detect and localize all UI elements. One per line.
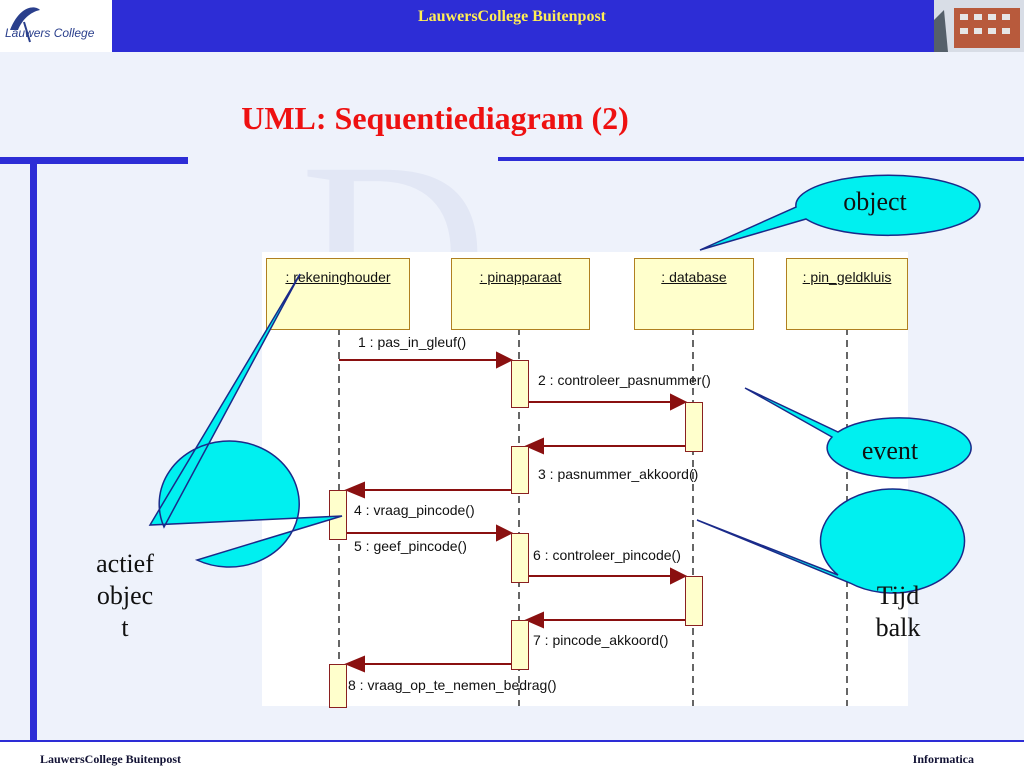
- activation-bar: [685, 402, 703, 452]
- callout-tijdbalk-line: Tijd: [876, 581, 920, 610]
- callout-event: [744, 387, 972, 479]
- message-label: 6 : controleer_pincode(): [533, 547, 681, 563]
- callout-actief-line: objec: [96, 581, 154, 610]
- message-label: 4 : vraag_pincode(): [354, 502, 475, 518]
- activation-bar: [329, 664, 347, 708]
- object-label: : database: [661, 269, 727, 285]
- object-pinapparaat: : pinapparaat: [451, 258, 590, 330]
- callout-object-text: object: [843, 187, 907, 216]
- message-label: 5 : geef_pincode(): [354, 538, 467, 554]
- logo-text: Lauwers College: [5, 26, 95, 40]
- message-label: 7 : pincode_akkoord(): [533, 632, 669, 648]
- callout-event-text: event: [861, 436, 919, 465]
- header-bar: [0, 0, 1024, 52]
- object-pin-geldkluis: : pin_geldkluis: [786, 258, 908, 330]
- activation-bar: [329, 490, 347, 540]
- school-logo: Lauwers College: [0, 0, 112, 52]
- message-label: 8 : vraag_op_te_nemen_bedrag(): [348, 677, 557, 693]
- object-label: : pinapparaat: [479, 269, 562, 285]
- logo-swoosh-icon: [10, 7, 40, 43]
- callout-actief-object-text: actief objec t: [70, 548, 180, 644]
- slide-title: UML: Sequentiediagram (2): [241, 100, 629, 136]
- activation-bar: [511, 446, 529, 494]
- message-label: 1 : pas_in_gleuf(): [358, 334, 467, 350]
- object-database: : database: [634, 258, 754, 330]
- callout-actief-line: actief: [96, 549, 154, 578]
- header-title: LauwersCollege Buitenpost: [418, 8, 606, 25]
- callout-actief-line: t: [121, 613, 129, 642]
- message-label: 2 : controleer_pasnummer(): [538, 372, 711, 388]
- callout-actief-object: [148, 273, 343, 568]
- object-label: : pin_geldkluis: [802, 269, 892, 285]
- activation-bar: [511, 620, 529, 670]
- callout-tijdbalk-text: Tijd balk: [838, 580, 958, 644]
- school-building-photo: [934, 0, 1024, 52]
- activation-bar: [511, 533, 529, 583]
- message-label: 3 : pasnummer_akkoord(): [538, 466, 699, 482]
- activation-bar: [511, 360, 529, 408]
- object-label: : rekeninghouder: [285, 269, 391, 285]
- callout-tijdbalk: [696, 488, 966, 594]
- callout-object: [699, 174, 981, 251]
- activation-bar: [685, 576, 703, 626]
- callout-tijdbalk-line: balk: [875, 613, 921, 642]
- footer-right-text: Informatica: [912, 752, 974, 766]
- footer-bar: [0, 742, 1024, 768]
- footer-left-text: LauwersCollege Buitenpost: [40, 752, 181, 766]
